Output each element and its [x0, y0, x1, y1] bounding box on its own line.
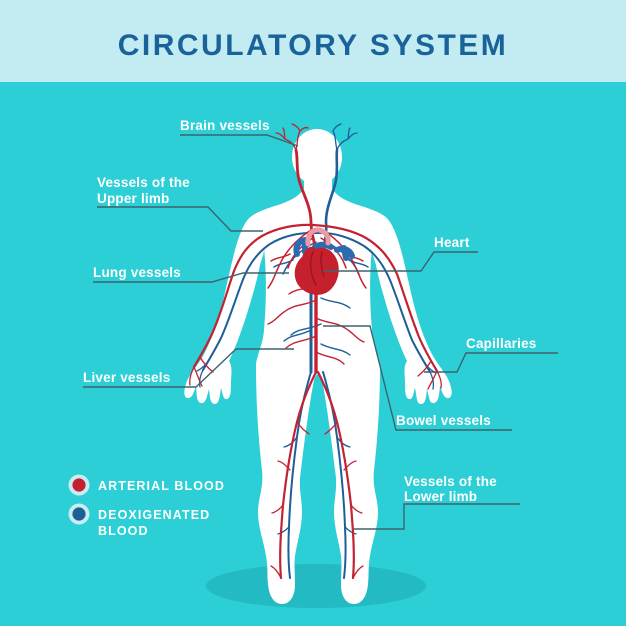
legend-label-deoxygenated-line2: BLOOD — [98, 524, 149, 538]
body-silhouette — [184, 129, 452, 604]
label-brain-vessels: Brain vessels — [180, 118, 270, 133]
legend-item-arterial: ARTERIAL BLOOD — [68, 474, 225, 496]
deoxygenated-blood-dot — [72, 507, 86, 521]
label-bowel-vessels: Bowel vessels — [396, 413, 491, 428]
leader-line-lower-limb — [354, 503, 520, 530]
leader-lines — [83, 134, 558, 530]
label-heart: Heart — [434, 235, 470, 250]
label-lower-limb-line1: Vessels of the — [404, 474, 497, 489]
leader-line-capillaries — [424, 352, 558, 373]
label-capillaries: Capillaries — [466, 336, 537, 351]
leader-line-upper-limb — [97, 206, 263, 232]
page-title: CIRCULATORY SYSTEM — [118, 29, 509, 62]
label-upper-limb-line2: Upper limb — [97, 191, 170, 206]
torso-limbs — [184, 168, 452, 604]
label-lung-vessels: Lung vessels — [93, 265, 181, 280]
leader-line-brain — [180, 134, 299, 147]
heart-illustration — [293, 227, 355, 295]
legend-label-arterial: ARTERIAL BLOOD — [98, 479, 225, 493]
legend: ARTERIAL BLOOD DEOXIGENATED BLOOD — [68, 474, 225, 538]
labels: Brain vessels Vessels of the Upper limb … — [83, 118, 537, 504]
heart-shading — [309, 251, 325, 286]
leader-line-liver — [83, 348, 294, 388]
label-liver-vessels: Liver vessels — [83, 370, 170, 385]
artery-network — [189, 123, 442, 580]
heart-body — [294, 246, 339, 295]
legend-label-deoxygenated-line1: DEOXIGENATED — [98, 508, 210, 522]
legend-item-deoxygenated: DEOXIGENATED BLOOD — [68, 503, 210, 538]
leader-line-heart — [323, 251, 478, 272]
arterial-blood-dot — [72, 478, 86, 492]
label-lower-limb-line2: Lower limb — [404, 489, 477, 504]
leader-line-bowel — [323, 325, 512, 431]
floor-shadow — [206, 564, 426, 608]
leader-line-lung — [93, 272, 289, 283]
pulmonary-vessels-blue — [293, 237, 355, 261]
header-band — [0, 0, 626, 82]
aortic-arch-pink — [305, 227, 331, 247]
label-upper-limb-line1: Vessels of the — [97, 175, 190, 190]
